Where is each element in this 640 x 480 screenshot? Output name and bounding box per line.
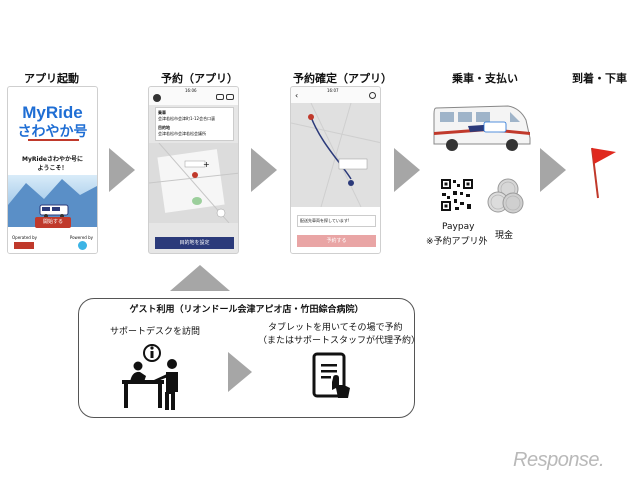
paypay-note: ※予約アプリ外 bbox=[426, 237, 488, 247]
status-time: 16:06 bbox=[185, 88, 197, 93]
phone-reservation-screen: 16:06 乗車 会津若松市会津町1-12会合口裏 目的地 会津若松市会津若松会… bbox=[148, 86, 239, 254]
dropoff-field[interactable]: 会津若松市会津若松会議所 bbox=[158, 131, 206, 136]
reservation-sheet: 配送先車両を探しています! 予約する bbox=[291, 207, 380, 253]
app-logo-subtitle: さわやか号 bbox=[17, 124, 88, 140]
paypay-label: Paypay bbox=[442, 222, 475, 232]
logo-underline bbox=[28, 139, 79, 141]
phone-reservation-confirmed-screen: 16:07 ‹ 配送先車両を探しています! 予約する bbox=[290, 86, 381, 254]
cash-label: 現金 bbox=[495, 231, 514, 241]
step-label-reservation-confirmed: 予約確定（アプリ） bbox=[293, 72, 392, 85]
guest-usage-title: ゲスト利用（リオンドール会津アピオ店・竹田綜合病院） bbox=[129, 305, 364, 315]
menu-icon[interactable] bbox=[153, 94, 161, 102]
app-logo-title: MyRide bbox=[22, 103, 83, 122]
phone3-topbar: 16:07 ‹ bbox=[291, 87, 380, 103]
zoom-in-icon[interactable]: + bbox=[203, 160, 210, 169]
route-map[interactable] bbox=[291, 102, 380, 208]
operated-by-label: Operated by bbox=[12, 235, 37, 240]
flow-arrow-3 bbox=[394, 148, 420, 192]
arrival-flag-icon bbox=[580, 142, 620, 200]
welcome-line-2: ようこそ！ bbox=[37, 165, 68, 172]
phone2-topbar: 16:06 bbox=[149, 87, 238, 105]
reserve-button[interactable]: 予約する bbox=[297, 235, 376, 247]
back-arrow-icon[interactable]: ‹ bbox=[295, 91, 299, 100]
tablet-reservation-icon bbox=[306, 352, 356, 402]
operator-logo bbox=[14, 242, 34, 249]
step-label-arrival: 到着・下車 bbox=[572, 72, 627, 85]
history-icon[interactable] bbox=[226, 94, 234, 100]
searching-vehicle-message: 配送先車両を探しています! bbox=[297, 215, 376, 227]
status-time: 16:07 bbox=[327, 88, 339, 93]
tablet-reservation-line-1: タブレットを用いてその場で予約 bbox=[268, 323, 403, 333]
guest-flow-arrow bbox=[228, 352, 252, 392]
flow-arrow-4 bbox=[540, 148, 566, 192]
town-illustration bbox=[8, 175, 97, 227]
flow-arrow-2 bbox=[251, 148, 277, 192]
step-label-reservation: 予約（アプリ） bbox=[161, 72, 238, 85]
help-icon[interactable] bbox=[369, 92, 376, 99]
welcome-line-1: MyRideさわやか号に bbox=[22, 156, 83, 163]
step-label-boarding-payment: 乗車・支払い bbox=[452, 72, 518, 85]
welcome-text: MyRideさわやか号に ようこそ！ bbox=[8, 155, 97, 173]
pickup-field[interactable]: 会津若松市会津町1-12会合口裏 bbox=[158, 116, 216, 121]
support-desk-icon bbox=[118, 342, 188, 412]
phone-app-launch-screen: MyRide さわやか号 MyRideさわやか号に ようこそ！ 開始する Ope… bbox=[7, 86, 98, 254]
response-watermark: Response. bbox=[513, 449, 605, 471]
profile-icon[interactable] bbox=[216, 94, 224, 100]
route-card: 乗車 会津若松市会津町1-12会合口裏 目的地 会津若松市会津若松会議所 bbox=[155, 107, 234, 141]
flow-arrow-1 bbox=[109, 148, 135, 192]
dropoff-label: 目的地 bbox=[158, 125, 170, 130]
powered-by-label: Powered by bbox=[69, 235, 93, 240]
pickup-label: 乗車 bbox=[158, 110, 166, 115]
cash-coins-icon bbox=[486, 178, 524, 214]
tablet-reservation-line-2: （またはサポートスタッフが代理予約） bbox=[258, 336, 421, 346]
service-area-map[interactable]: + bbox=[149, 143, 238, 223]
via-logo-icon bbox=[78, 241, 87, 250]
shuttle-van-image bbox=[428, 98, 534, 154]
flow-arrow-up bbox=[170, 265, 230, 291]
start-button[interactable]: 開始する bbox=[35, 217, 71, 228]
phone1-footer: Operated by Powered by bbox=[8, 233, 97, 253]
set-destination-button[interactable]: 目的地を設定 bbox=[155, 237, 234, 249]
support-desk-label: サポートデスクを訪問 bbox=[110, 327, 201, 337]
step-label-app-launch: アプリ起動 bbox=[24, 72, 79, 85]
paypay-qr-code bbox=[440, 178, 474, 212]
